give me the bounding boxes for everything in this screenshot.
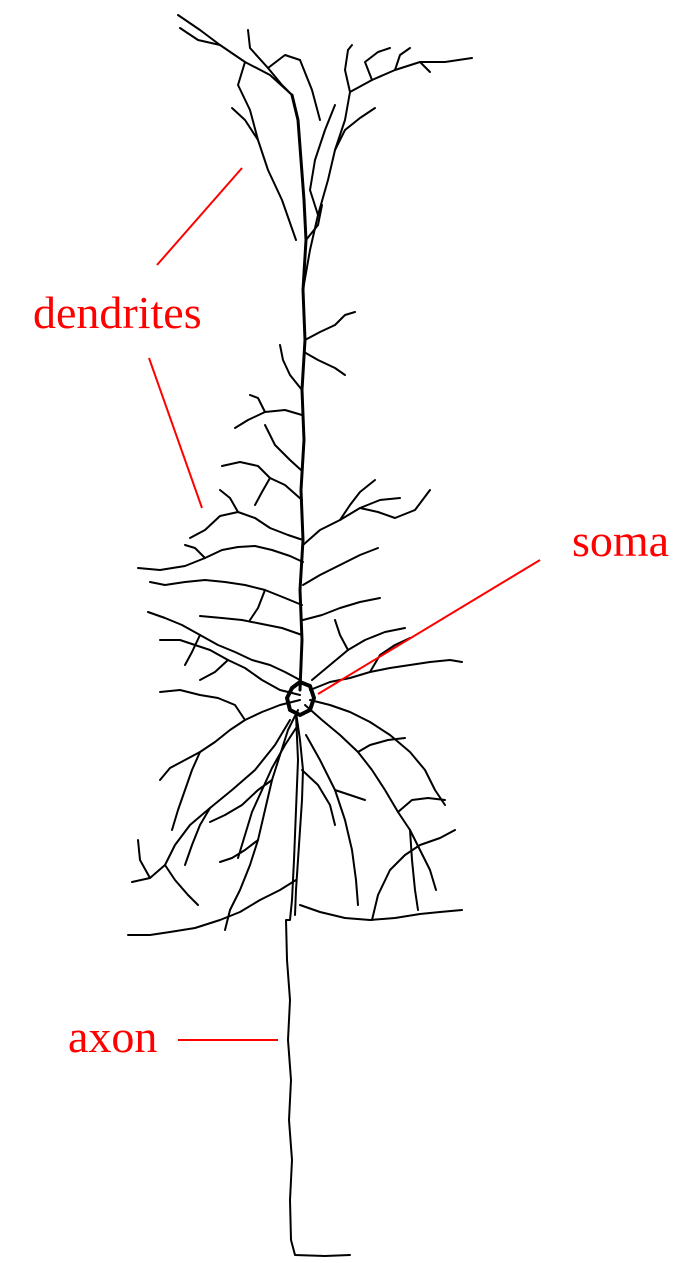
axon-fiber [286,715,350,1256]
basal-dendrites [128,612,462,935]
dendrites-pointer-lower [149,358,202,508]
neuron-drawing [128,15,472,1256]
apical-tuft [178,15,472,290]
dendrites-label: dendrites [33,287,202,338]
annotation-lines [149,168,540,1040]
soma-pointer [318,560,540,694]
oblique-dendrites [138,312,430,635]
dendrites-pointer-upper [157,168,242,265]
axon-label: axon [68,1011,157,1062]
soma-label: soma [572,515,669,566]
